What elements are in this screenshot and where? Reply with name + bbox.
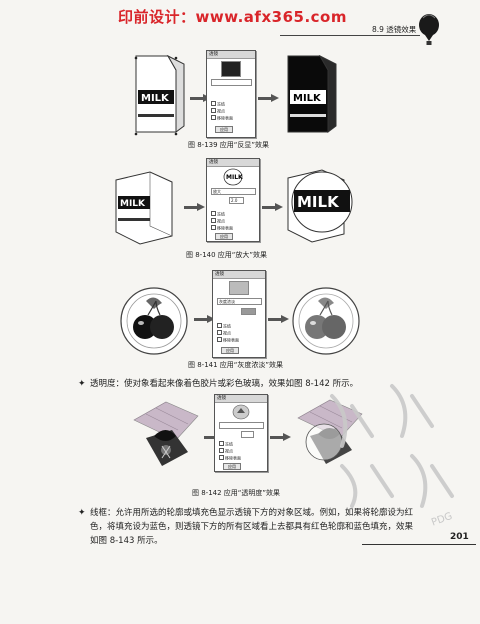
svg-text:MILK: MILK	[297, 193, 340, 211]
gift-box-original	[133, 401, 199, 466]
lens-dialog[interactable]: 透镜 MILK 放大 2.0 冻结 视点 移除表面 应用	[206, 158, 260, 242]
figure-8-140: MILK 透镜 MILK 放大 2.0 冻结 视点 移除表面 应用 MILK 图…	[0, 0, 480, 270]
svg-text:MILK: MILK	[226, 174, 243, 181]
cherry-plate-original	[120, 287, 188, 355]
site-watermark: 印前设计：www.afx365.com	[118, 8, 347, 26]
milk-carton-original: MILK	[134, 54, 185, 136]
bullet-icon: ✦	[78, 508, 86, 518]
apply-button[interactable]: 应用	[215, 233, 233, 240]
arrow-right	[270, 433, 291, 441]
apply-button[interactable]: 应用	[221, 347, 239, 354]
apply-button[interactable]: 应用	[215, 126, 233, 133]
figure-caption: 图 8-139 应用“反显”效果	[188, 141, 270, 149]
lens-dialog[interactable]: 透镜 灰度浓淡 冻结 视点 移除表面 应用	[212, 270, 266, 358]
arrow-right	[194, 315, 215, 323]
figure-8-139: MILK 透镜 冻结 视点 移除表面 应用 MILK 图 8-139 应用“反显…	[0, 0, 480, 150]
balloon-icon	[419, 14, 439, 45]
apply-button[interactable]: 应用	[223, 463, 241, 470]
arrow-right	[184, 203, 205, 211]
section-heading: 8.9 透镜效果	[372, 25, 417, 34]
running-head-rule	[280, 35, 420, 36]
arrow-right	[268, 315, 289, 323]
arrow-right	[262, 203, 283, 211]
lens-dialog[interactable]: 透镜 冻结 视点 移除表面 应用	[206, 50, 256, 138]
page-number-rule	[362, 544, 476, 545]
svg-text:PDG: PDG	[430, 511, 454, 526]
milk-carton-original: MILK	[115, 171, 173, 245]
bullet-icon: ✦	[78, 379, 86, 389]
figure-8-141: 透镜 灰度浓淡 冻结 视点 移除表面 应用 图 8-141 应用“灰度浓淡”效果	[0, 0, 480, 375]
paragraph-transparency: ✦ 透明度：使对象看起来像着色胶片或彩色玻璃，效果如图 8-142 所示。	[78, 379, 359, 389]
figure-caption: 图 8-141 应用“灰度浓淡”效果	[188, 361, 284, 369]
seal-stamp: PDG	[330, 384, 454, 526]
carton-label: MILK	[141, 93, 170, 104]
cherry-plate-grayscale	[292, 287, 360, 355]
milk-carton-inverted: MILK	[287, 54, 337, 133]
arrow-right	[258, 94, 279, 102]
figure-caption: 图 8-142 应用“透明度”效果	[192, 489, 281, 497]
paragraph-wireframe: ✦ 线框：允许用所选的轮廓或填充色显示透镜下方的对象区域。例如，如果将轮廓设为红…	[78, 508, 414, 546]
carton-label: MILK	[293, 93, 322, 104]
milk-carton-magnified: MILK	[287, 169, 353, 243]
figure-caption: 图 8-140 应用“放大”效果	[186, 251, 268, 259]
svg-text:MILK: MILK	[120, 199, 146, 209]
lens-dialog[interactable]: 透镜 冻结 视点 移除表面 应用	[214, 394, 268, 472]
page-number: 201	[450, 532, 469, 542]
